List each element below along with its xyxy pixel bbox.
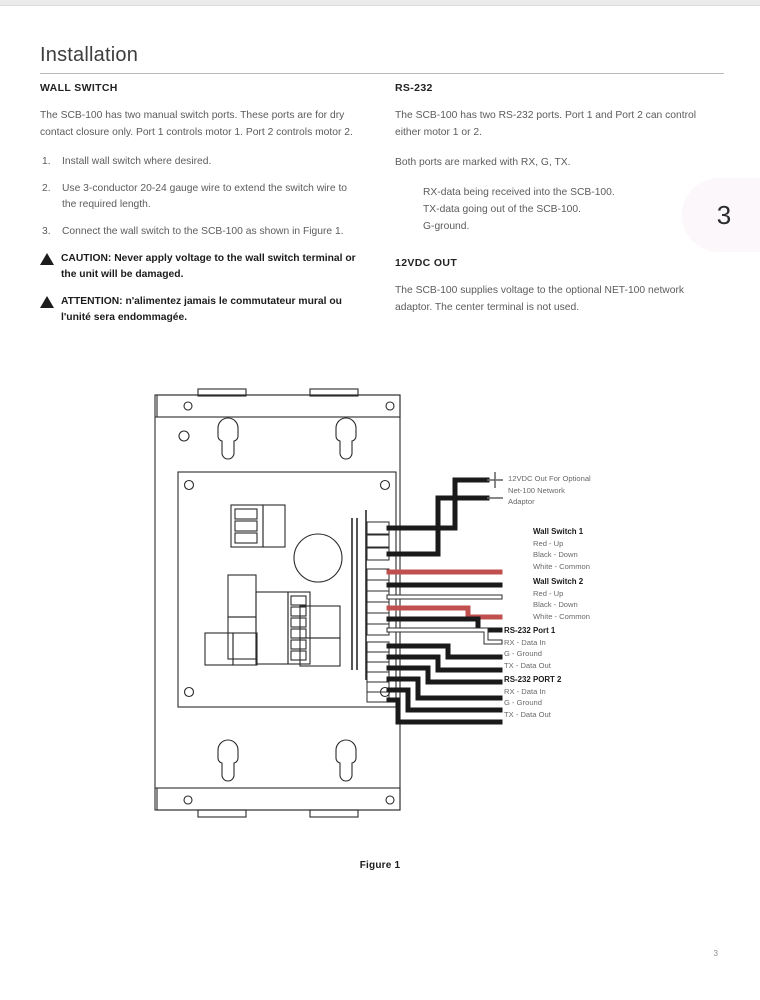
list-item: TX-data going out of the SCB-100.: [423, 204, 581, 215]
legend-wire-label: RX - Data In: [504, 637, 546, 647]
legend-wire-label: White - Common: [533, 611, 590, 621]
chapter-tab: 3: [682, 178, 760, 252]
legend-heading: Wall Switch 1: [533, 527, 584, 536]
vdc-paragraph: The SCB-100 supplies voltage to the opti…: [395, 285, 685, 313]
right-column: RS-232 The SCB-100 has two RS-232 ports.…: [395, 82, 715, 329]
figure-1: 12VDC Out For Optional Net-100 Network A…: [0, 380, 760, 900]
power-label-line-3: Adaptor: [508, 497, 535, 507]
legend-heading: Wall Switch 2: [533, 577, 584, 586]
warning-triangle-icon: [40, 253, 54, 265]
list-item: G-ground.: [423, 221, 470, 232]
caution-notice: CAUTION: Never apply voltage to the wall…: [40, 251, 360, 283]
warning-triangle-icon: [40, 296, 54, 308]
list-item: Install wall switch where desired.: [42, 154, 212, 170]
rs232-heading: RS-232: [395, 82, 433, 94]
caution-notice-text: CAUTION: Never apply voltage to the wall…: [61, 253, 356, 280]
legend-wire-label: Black - Down: [533, 550, 578, 560]
figure-caption: Figure 1: [359, 860, 401, 871]
power-label: 12VDC Out For Optional Net-100 Network A…: [508, 473, 591, 508]
legend-rs232-port-1: RS-232 Port 1 RX - Data In G - Ground TX…: [504, 625, 555, 671]
rs232-paragraph-2: Both ports are marked with RX, G, TX.: [395, 157, 571, 168]
legend-wire-label: G - Ground: [504, 649, 542, 659]
chapter-tab-number: 3: [716, 199, 732, 230]
legend-wire-label: G - Ground: [504, 698, 542, 708]
top-edge-band: [0, 0, 760, 6]
page-title: Installation: [40, 44, 139, 66]
wall-switch-heading: WALL SWITCH: [40, 82, 118, 94]
legend-wire-label: TX - Data Out: [504, 660, 551, 670]
attention-notice-text: ATTENTION: n'alimentez jamais le commuta…: [61, 296, 342, 323]
footer-page-number: 3: [713, 949, 718, 958]
rs232-paragraph-1: The SCB-100 has two RS-232 ports. Port 1…: [395, 110, 697, 138]
list-item: Connect the wall switch to the SCB-100 a…: [42, 224, 344, 240]
title-divider: [40, 73, 724, 74]
legend-heading: RS-232 Port 1: [504, 626, 556, 635]
legend-wire-label: Black - Down: [533, 600, 578, 610]
legend-wire-label: Red - Up: [533, 538, 564, 548]
legend-heading: RS-232 PORT 2: [504, 675, 562, 684]
rs232-definitions: RX-data being received into the SCB-100.…: [395, 184, 715, 235]
wiring-diagram: [154, 388, 503, 818]
attention-notice: ATTENTION: n'alimentez jamais le commuta…: [40, 294, 360, 326]
left-column: WALL SWITCH The SCB-100 has two manual s…: [40, 82, 360, 337]
legend-wire-label: White - Common: [533, 561, 590, 571]
legend-wire-label: Red - Up: [533, 588, 564, 598]
wall-switch-intro: The SCB-100 has two manual switch ports.…: [40, 110, 353, 138]
legend-rs232-port-2: RS-232 PORT 2 RX - Data In G - Ground TX…: [504, 674, 561, 720]
power-label-line-1: 12VDC Out For Optional: [508, 474, 591, 483]
list-item: RX-data being received into the SCB-100.: [423, 187, 615, 198]
legend-wall-switch-2: Wall Switch 2 Red - Up Black - Down Whit…: [533, 576, 590, 622]
legend-wall-switch-1: Wall Switch 1 Red - Up Black - Down Whit…: [533, 526, 590, 572]
legend-wire-label: RX - Data In: [504, 686, 546, 696]
wall-switch-steps: Install wall switch where desired. Use 3…: [40, 154, 360, 240]
legend-wire-label: TX - Data Out: [504, 709, 551, 719]
list-item: Use 3-conductor 20-24 gauge wire to exte…: [42, 181, 348, 210]
vdc-heading: 12VDC OUT: [395, 257, 458, 269]
power-label-line-2: Net-100 Network: [508, 485, 565, 495]
